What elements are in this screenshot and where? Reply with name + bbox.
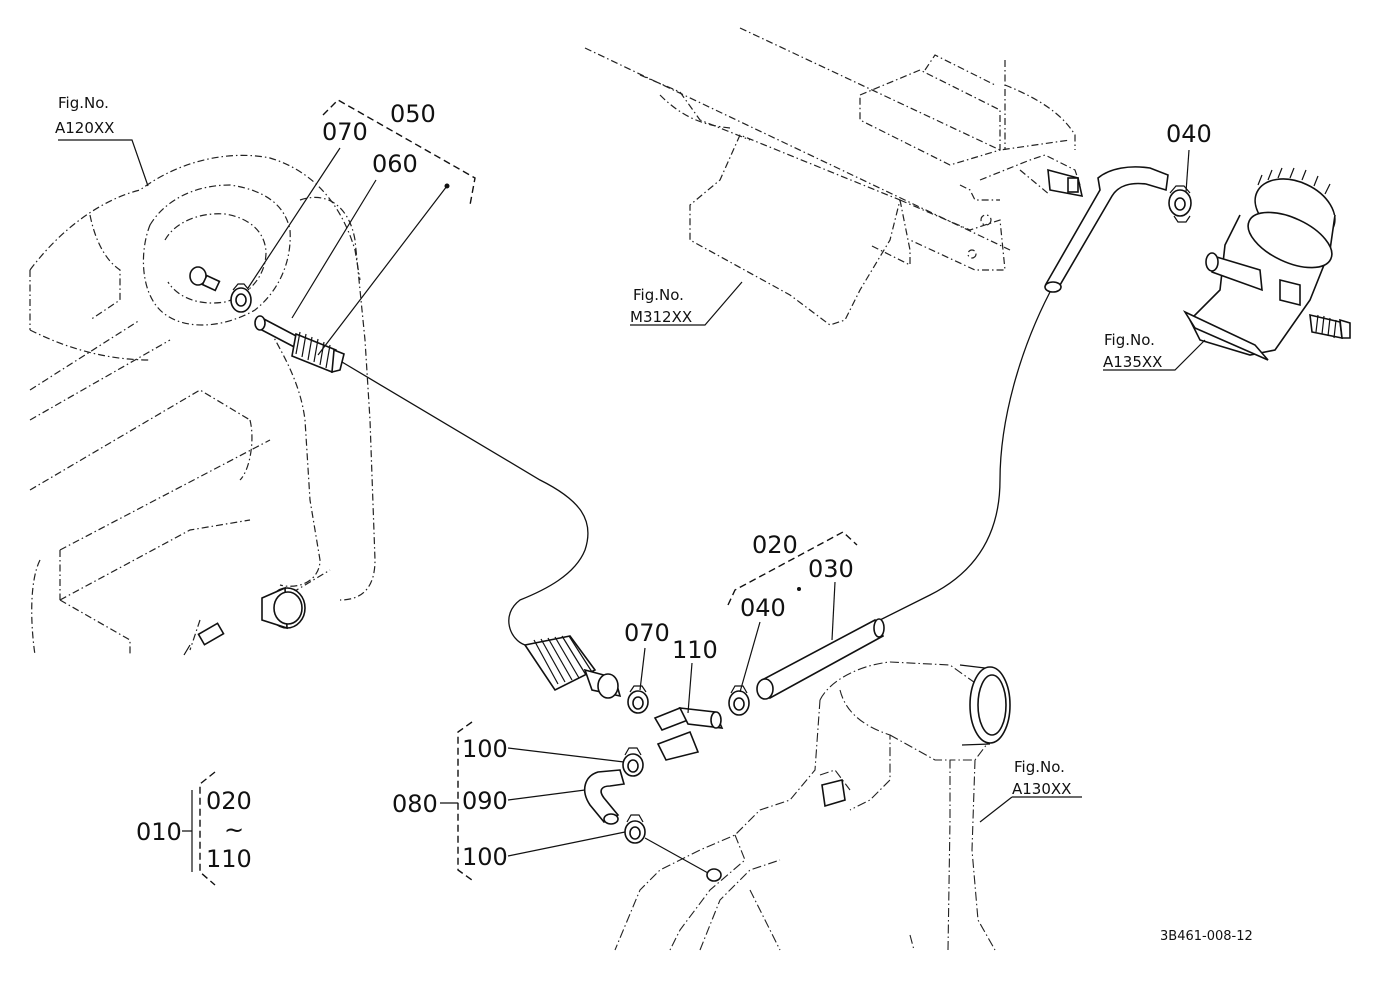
duct-port [706, 868, 722, 882]
fig-label-a130-line1: Fig.No. [1014, 758, 1065, 776]
hose-clamp-100-bottom [624, 814, 646, 844]
callout-100-top: 100 [462, 735, 508, 763]
callout-030: 030 [808, 555, 854, 583]
callout-110: 110 [672, 636, 718, 664]
elbow-hose-090 [583, 769, 626, 825]
figure-reference-a130: Fig.No. A130XX [1012, 758, 1071, 798]
duct-tag [821, 779, 846, 808]
callout-070-top: 070 [322, 118, 368, 146]
callout-040-top: 040 [1166, 120, 1212, 148]
assembly-range: 010 020 ~ 110 [136, 787, 252, 873]
callout-050: 050 [390, 100, 436, 128]
callout-100-bottom: 100 [462, 843, 508, 871]
engine-body-outline [29, 154, 376, 656]
callout-020: 020 [752, 531, 798, 559]
intake-duct-outline [614, 661, 996, 951]
assembly-range-from: 020 [206, 787, 252, 815]
inlet-fitting [189, 266, 221, 292]
callout-070-mid: 070 [624, 619, 670, 647]
fig-label-m312-line2: M312XX [630, 308, 692, 326]
fig-label-a130-line2: A130XX [1012, 780, 1071, 798]
hose-clamp-070-mid [627, 685, 649, 714]
callout-080: 080 [392, 790, 438, 818]
hose-spring-mid [523, 635, 622, 699]
hose-clamp-100-top [622, 747, 644, 777]
assembly-parent: 010 [136, 818, 182, 846]
callout-090: 090 [462, 787, 508, 815]
clamp-to-duct-line [644, 837, 709, 874]
figure-reference-a120: Fig.No. A120XX [55, 94, 114, 137]
assembly-range-to: 110 [206, 845, 252, 873]
fig-label-a135-line1: Fig.No. [1104, 331, 1155, 349]
intake-duct-inlet [959, 664, 1011, 746]
bracket-nozzle [1047, 168, 1084, 198]
fig-label-a120-line1: Fig.No. [58, 94, 109, 112]
long-hose-left [341, 361, 589, 646]
figure-reference-m312: Fig.No. M312XX [630, 286, 692, 326]
hose-clamp-040-top [1168, 185, 1192, 223]
hose-060 [254, 315, 345, 374]
leader-lines [58, 99, 1206, 886]
fig-label-a135-line2: A135XX [1103, 353, 1162, 371]
drawing-code: 3B461-008-12 [1160, 929, 1253, 944]
hose-040-top [1044, 166, 1169, 293]
hose-clamp-040-mid [728, 685, 750, 716]
figure-reference-a135: Fig.No. A135XX [1103, 331, 1162, 371]
drain-fitting [183, 622, 225, 656]
fig-label-a120-line2: A120XX [55, 119, 114, 137]
callout-040-mid: 040 [740, 594, 786, 622]
long-hose-right [879, 291, 1051, 621]
hose-030 [756, 618, 885, 700]
assembly-range-tilde: ~ [224, 816, 244, 844]
fig-label-m312-line1: Fig.No. [633, 286, 684, 304]
callout-060: 060 [372, 150, 418, 178]
air-cleaner [1182, 167, 1351, 361]
bracket-assembly [584, 27, 1081, 326]
t-joint-110 [653, 707, 724, 761]
tank-port [261, 586, 306, 630]
hose-clamp-070-top [230, 283, 252, 313]
